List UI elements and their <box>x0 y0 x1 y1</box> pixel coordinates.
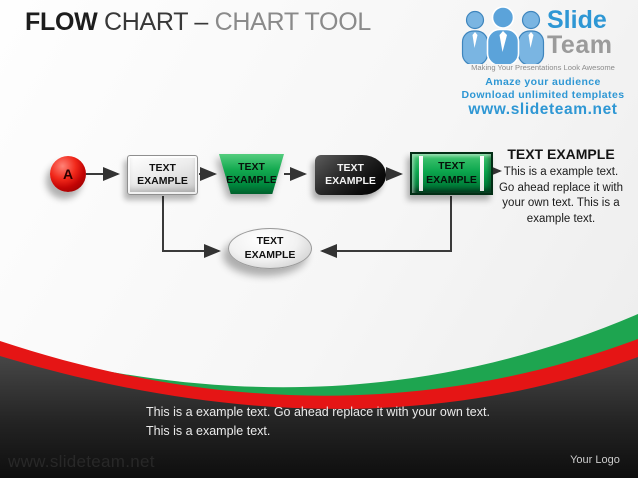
start-node-sphere[interactable]: A <box>50 156 86 192</box>
brand-team: Team <box>547 31 613 59</box>
process-stripe-left <box>419 156 423 191</box>
logo-tagline: Making Your Presentations Look Awesome <box>471 63 615 72</box>
node-ellipse[interactable]: TEXT EXAMPLE <box>228 228 312 269</box>
node-process-label: TEXT EXAMPLE <box>426 160 477 186</box>
node-ellipse-label: TEXT EXAMPLE <box>244 235 296 261</box>
promo-line-1: Amaze your audience <box>485 76 601 88</box>
node-delay[interactable]: TEXT EXAMPLE <box>315 155 386 195</box>
trapezoid-shape: TEXT EXAMPLE <box>219 154 284 194</box>
result-heading: TEXT EXAMPLE <box>507 146 615 162</box>
node-rectangle-label: TEXT EXAMPLE <box>137 161 188 187</box>
node-rectangle[interactable]: TEXT EXAMPLE <box>127 155 198 195</box>
logo-website-link[interactable]: www.slideteam.net <box>468 101 618 118</box>
node-trapezoid-label: TEXT EXAMPLE <box>226 160 277 186</box>
page-title[interactable]: FLOW CHART – CHART TOOL <box>25 8 371 37</box>
start-node-label: A <box>62 166 74 182</box>
footer-example-text[interactable]: This is a example text. Go ahead replace… <box>146 405 490 439</box>
title-part-chart: CHART – <box>97 8 215 36</box>
your-logo-placeholder[interactable]: Your Logo <box>570 454 620 466</box>
result-body: This is a example text. Go ahead replace… <box>498 166 624 225</box>
brand-slide: Slide <box>547 6 607 34</box>
node-trapezoid[interactable]: TEXT EXAMPLE <box>219 154 284 194</box>
result-text-block[interactable]: TEXT EXAMPLE This is a example text. Go … <box>498 146 624 228</box>
process-stripe-right <box>480 156 484 191</box>
node-predefined-process[interactable]: TEXT EXAMPLE <box>410 152 493 195</box>
people-icon <box>461 6 545 64</box>
node-delay-label: TEXT EXAMPLE <box>325 161 376 187</box>
bottom-wave-decoration <box>0 314 638 478</box>
title-part-tool: CHART TOOL <box>214 8 372 36</box>
title-part-flow: FLOW <box>25 8 98 36</box>
footer-website[interactable]: www.slideteam.net <box>8 452 155 471</box>
promo-line-2: Download unlimited templates <box>461 89 625 101</box>
